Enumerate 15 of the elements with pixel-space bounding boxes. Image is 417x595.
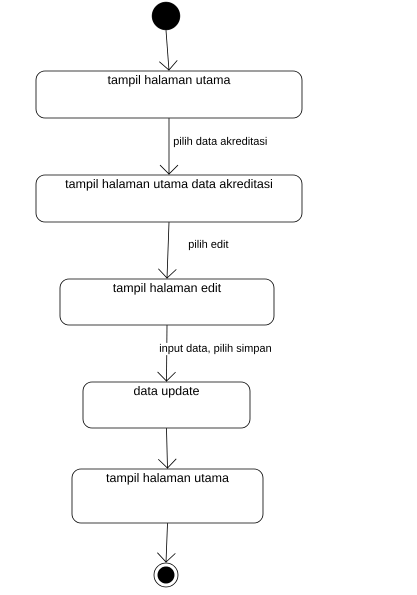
arrow: [160, 118, 178, 175]
arrow: [156, 523, 176, 563]
start-node: [152, 2, 180, 30]
activity-box: tampil halaman utama: [72, 468, 264, 524]
activity-box: data update: [82, 382, 250, 428]
end-node: [154, 562, 178, 588]
edge-label: pilih data akreditasi: [174, 136, 267, 148]
activity-box: tampil halaman edit: [60, 278, 274, 326]
activity-box: tampil halaman utama: [36, 70, 302, 118]
arrow: [158, 222, 177, 279]
edge-label: pilih edit: [188, 240, 228, 250]
arrow: [158, 428, 177, 469]
arrow: [158, 30, 178, 71]
activity-box: tampil halaman utama data akreditasi: [36, 174, 302, 222]
edge-label: input data, pilih simpan: [160, 344, 271, 354]
